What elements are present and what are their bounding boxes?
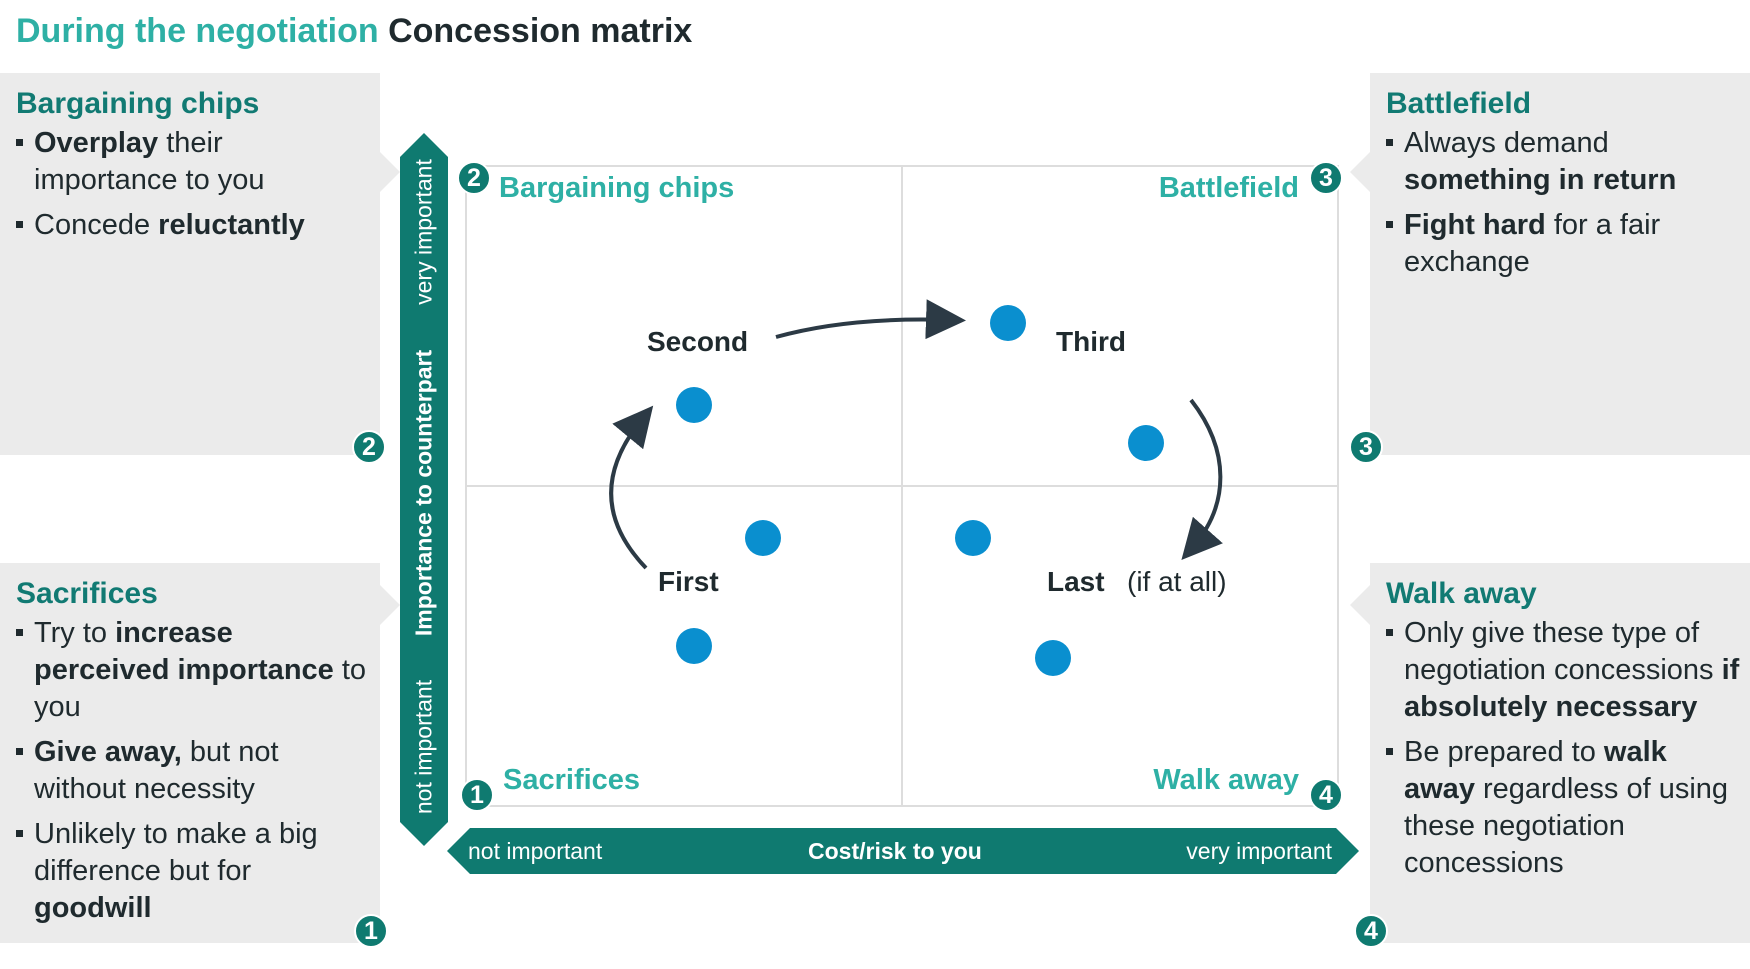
bullet-emphasis: something in return [1404,164,1677,196]
bullet-text: Be prepared to [1404,736,1604,768]
badge-panel-sacrifices: 1 [354,914,388,948]
panel-battlefield: Battlefield Always demand something in r… [1370,73,1750,455]
bullet-emphasis: walk away [1404,736,1667,805]
concession-dot [745,520,781,556]
title-accent: During the negotiation [16,12,379,50]
badge-panel-bargaining-chips: 2 [352,430,386,464]
panel-pointer [1350,585,1370,625]
page-title: During the negotiation Concession matrix [16,12,692,51]
badge-quadrant-sacrifices: 1 [460,778,494,812]
bullet-text: Unlikely to make a big difference but fo… [34,818,318,887]
badge-panel-battlefield: 3 [1349,430,1383,464]
panel-bullet: Always demand something in return [1386,125,1740,199]
bullet-emphasis: Overplay [34,127,159,159]
concession-dot [676,628,712,664]
panel-sacrifices: Sacrifices Try to increase perceived imp… [0,563,380,943]
panel-bullet: Fight hard for a fair exchange [1386,207,1740,281]
concession-dot [1128,425,1164,461]
panel-bullet: Be prepared to walk away regardless of u… [1386,734,1740,882]
quadrant-label-sacrifices: Sacrifices [503,764,641,796]
bullet-text: for a fair exchange [1404,209,1661,278]
bullet-emphasis: goodwill [34,892,152,924]
panel-heading: Walk away [1386,577,1537,610]
bullet-text: their importance to you [34,127,265,196]
y-axis-low-label: not important [410,679,437,815]
y-axis-title: Importance to counterpart [410,349,437,637]
bullet-emphasis: Give away, [34,736,182,768]
bullet-text: regardless of using these negotiation co… [1404,773,1729,879]
x-axis-band [447,828,1359,874]
panel-pointer [380,585,400,625]
concession-dot [955,520,991,556]
panel-bullet: Only give these type of negotiation conc… [1386,615,1740,726]
priority-label-last: Last [1047,566,1105,597]
bullet-text: to you [34,654,367,723]
priority-label-first: First [658,566,719,597]
bullet-text: Try to [34,617,116,649]
panel-bullet: Concede reluctantly [16,207,370,244]
bullet-emphasis: if absolutely necessary [1404,654,1740,723]
badge-panel-walk-away: 4 [1354,914,1388,948]
panel-heading: Battlefield [1386,87,1532,120]
bullet-text: Always demand [1404,127,1609,159]
bullet-emphasis: increase perceived importance [34,617,334,686]
badge-quadrant-walk-away: 4 [1309,778,1343,812]
panel-bargaining-chips: Bargaining chips Overplay their importan… [0,73,380,455]
panel-bullet: Unlikely to make a big difference but fo… [16,816,370,927]
y-axis-high-label: very important [410,159,437,305]
x-axis-title: Cost/risk to you [808,838,982,864]
panel-pointer [380,152,400,192]
panel-list: Only give these type of negotiation conc… [1386,615,1740,882]
quadrant-label-bargaining-chips: Bargaining chips [499,172,735,204]
concession-dot [1035,640,1071,676]
panel-bullet: Give away, but not without necessity [16,734,370,808]
panel-pointer [1350,152,1370,192]
panel-list: Try to increase perceived importance to … [16,615,370,927]
badge-quadrant-battlefield: 3 [1309,161,1343,195]
concession-dot [990,305,1026,341]
quadrant-label-walk-away: Walk away [1153,764,1299,796]
panel-heading: Bargaining chips [16,87,260,120]
priority-label-third: Third [1056,326,1126,357]
bullet-emphasis: reluctantly [158,209,305,241]
bullet-text: Concede [34,209,159,241]
badge-quadrant-bargaining-chips: 2 [457,161,491,195]
priority-label-last-note: (if at all) [1127,566,1227,597]
panel-bullet: Try to increase perceived importance to … [16,615,370,726]
y-axis-band [400,133,448,846]
panel-bullet: Overplay their importance to you [16,125,370,199]
arrow-third-to-last [1181,398,1223,560]
bullet-text: but not without necessity [34,736,279,805]
x-axis-high-label: very important [1186,838,1332,864]
panel-heading: Sacrifices [16,577,158,610]
panel-walk-away: Walk away Only give these type of negoti… [1370,563,1750,943]
arrow-second-to-third [775,299,966,340]
bullet-emphasis: Fight hard [1404,209,1546,241]
priority-label-second: Second [647,326,749,357]
x-axis-low-label: not important [468,838,603,864]
bullet-text: Only give these type of negotiation conc… [1404,617,1722,686]
concession-dot [676,387,712,423]
quadrant-label-battlefield: Battlefield [1158,172,1299,204]
arrow-first-to-second [609,405,654,570]
title-main: Concession matrix [388,12,693,50]
